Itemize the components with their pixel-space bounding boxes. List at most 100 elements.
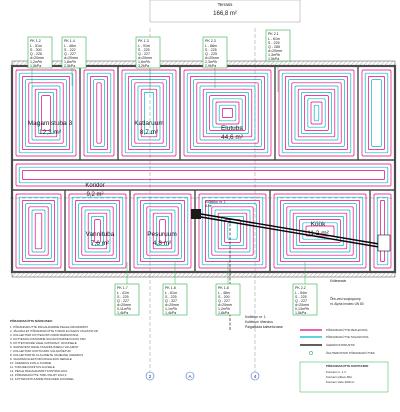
circuit-line: 1,4kPa	[117, 311, 128, 315]
heating-loop	[34, 212, 43, 250]
circuit-line: S - 225	[268, 41, 280, 45]
heating-loop	[84, 209, 111, 253]
circuit-id: PK 1.8	[165, 286, 176, 290]
note-line: 12. PEALE PAIGALDAMIST KONTROLLIDA	[10, 369, 67, 373]
circuit-boxes-top	[31, 66, 279, 92]
circuit-id: PK 1.4	[64, 39, 75, 43]
circuit-line: Q - 226	[30, 52, 42, 56]
heating-loop	[87, 212, 108, 250]
grid-label: 2	[149, 374, 152, 379]
circuit-box: PK 2.2 L - 54m S - 225 Q - 227 d=20mm 0,…	[292, 283, 318, 316]
heating-loop	[214, 209, 251, 253]
circuit-line: d=20mm	[165, 303, 179, 307]
heating-loop	[18, 72, 74, 154]
heating-loop	[81, 206, 114, 256]
legend-box-line: Kontuuri pikkus 48m	[326, 375, 353, 379]
unit-note-2: Õhk-vesi soojuspump	[330, 296, 361, 301]
legend-box	[299, 361, 389, 393]
circuit-line: L - 48m	[64, 44, 76, 48]
circuit-line: d=20mm	[218, 303, 232, 307]
circuit-id: PK 2.1	[268, 32, 279, 36]
heating-loop	[156, 216, 169, 246]
heating-loop	[94, 219, 101, 243]
note-line: 8. KOLLEKTORITE JA ALAMETE VAHELINE ÜHEN…	[10, 353, 83, 357]
circuit-line: 0,13m³/h	[295, 307, 309, 311]
heating-loop	[376, 196, 389, 266]
note-line: 9. VALMISKOLLEKTORI PAIGALDUS SEINALE	[10, 357, 72, 361]
heating-loop	[313, 104, 320, 122]
heating-loop	[201, 196, 264, 266]
heating-loop	[25, 203, 52, 259]
circuit-line: L - 91m	[138, 44, 150, 48]
note-line: 10. ÜHENDUS KATLA JUURDE	[10, 361, 51, 365]
room-area: 44,6 m²	[221, 134, 244, 141]
circuit-box: PK 1.7 L - 41m S - 225 Q - 227 d=20mm 0,…	[114, 283, 140, 316]
heating-loop	[215, 101, 240, 125]
heating-loop	[278, 69, 355, 157]
heating-loop	[183, 69, 272, 157]
circuit-line: Q - 227	[295, 299, 307, 303]
heating-loop	[22, 170, 385, 180]
circuit-line: 2,3m³/h	[205, 60, 217, 64]
heating-loop	[217, 212, 248, 250]
room-labels: Magamistuba 3 12,3 m² Katlaruum 8,7 m² E…	[28, 120, 330, 247]
circuit-line: L - 48m	[218, 291, 230, 295]
heating-loop	[22, 76, 70, 150]
heating-loop	[25, 79, 67, 147]
heating-loop	[124, 72, 174, 154]
circuit-line: Q - 227	[138, 52, 150, 56]
heating-loop	[281, 72, 352, 154]
heating-loops	[15, 69, 392, 269]
heating-loop	[34, 88, 58, 138]
heat-pump-unit: Kütteseade Õhk-vesi soojuspump nt. Alpha…	[330, 234, 391, 306]
note-line: 13. PÕRANDAKÜTTE TORU PE-RT 16x2,0	[10, 372, 67, 377]
circuit-id: PK 1.2	[30, 39, 41, 43]
circuit-line: Q - 327	[165, 299, 177, 303]
heating-loop	[209, 95, 246, 131]
circuit-line: S - 300	[30, 48, 42, 52]
circuit-line: 1,5kPa	[268, 57, 279, 61]
legend-box-title: PÕRANDAKÜTTE KONTUURID	[326, 363, 368, 368]
heating-loop	[18, 196, 59, 266]
circuit-line: Q - 227	[117, 299, 129, 303]
heating-loop	[144, 92, 154, 134]
circuit-id: PK 2.3	[205, 39, 216, 43]
heating-loop	[222, 108, 233, 118]
heating-loop	[137, 85, 161, 141]
manifold-label: Kollektor nr. 1	[205, 200, 226, 204]
note-line: 11. TORUDE KINNITUS ALUSELE	[10, 365, 55, 369]
heating-loop	[143, 203, 182, 259]
heating-loop	[273, 193, 367, 269]
legend-item: PÕRANDAKÜTTE PEALEVOOL	[326, 327, 368, 332]
heating-loop	[291, 82, 342, 144]
heating-loop	[296, 216, 344, 246]
circuit-line: 1,4kPa	[165, 311, 176, 315]
circuit-box: PK 1.2 L - 51m S - 300 Q - 226 d=20mm 1,…	[27, 36, 53, 69]
heating-loop	[136, 196, 189, 266]
heating-loop	[68, 193, 127, 269]
heating-loop	[41, 95, 51, 131]
circuit-line: L - 51m	[30, 44, 42, 48]
heating-loop	[121, 69, 177, 157]
heating-loop	[149, 209, 176, 253]
circuit-line: Q - 285	[268, 45, 280, 49]
notes-title: PÕRANDAKÜTTE MÄRKUSED:	[10, 318, 53, 323]
circuit-id: PK 1.3	[138, 39, 149, 43]
heating-loop	[128, 76, 170, 150]
room-name: Elutuba	[221, 125, 243, 132]
room-name: Magamistuba 3	[28, 120, 73, 127]
room-name: Koridor	[85, 183, 104, 189]
circuit-line: d=20mm	[268, 49, 282, 53]
heating-loop	[373, 193, 392, 269]
circuit-line: 1,8m³/h	[64, 60, 76, 64]
room-area: 11,2 m²	[307, 230, 329, 237]
grid-bubbles: 2 A 4	[145, 371, 260, 381]
heating-loop	[304, 95, 329, 131]
heating-loop	[193, 79, 262, 147]
manifold: Kollektor nr. 1 8-ne	[191, 200, 226, 219]
heating-loop	[71, 196, 124, 266]
heating-loop	[221, 216, 244, 246]
heating-loop	[93, 79, 105, 147]
circuit-line: L - 61m	[165, 291, 177, 295]
circuit-line: S - 225	[165, 295, 177, 299]
